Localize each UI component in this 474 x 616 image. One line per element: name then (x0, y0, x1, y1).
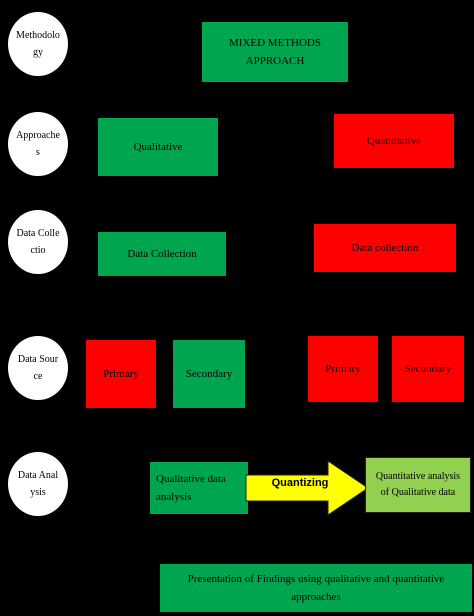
row-label-data-analysis: Data Analysis (8, 452, 68, 516)
row-label-data-collection: Data Collectio (8, 210, 68, 274)
quantitative-box: Quantitative (334, 114, 454, 168)
qualitative-primary-box: Primary (86, 340, 156, 408)
quantitative-primary-box: Primary (308, 336, 378, 402)
quantitative-secondary-box: Secondary (392, 336, 464, 402)
presentation-box: Presentation of Findings using qualitati… (160, 564, 472, 612)
qualitative-box: Qualitative (98, 118, 218, 176)
quantitative-data-collection-box: Data collection (314, 224, 456, 272)
quantizing-arrow: Quantizing (244, 459, 372, 517)
mixed-methods-box: MIXED METHODS APPROACH (202, 22, 348, 82)
quantitative-analysis-box: Quantitative analysis of Qualitative dat… (365, 457, 471, 513)
qualitative-secondary-box: Secondary (173, 340, 245, 408)
row-label-approaches: Approaches (8, 112, 68, 176)
right-arrow-icon (245, 460, 369, 516)
row-label-methodology: Methodology (8, 12, 68, 76)
qualitative-data-collection-box: Data Collection (98, 232, 226, 276)
qualitative-analysis-box: Qualitative data analysis (150, 462, 248, 514)
row-label-data-source: Data Source (8, 336, 68, 400)
quantizing-label: Quantizing (271, 477, 329, 489)
